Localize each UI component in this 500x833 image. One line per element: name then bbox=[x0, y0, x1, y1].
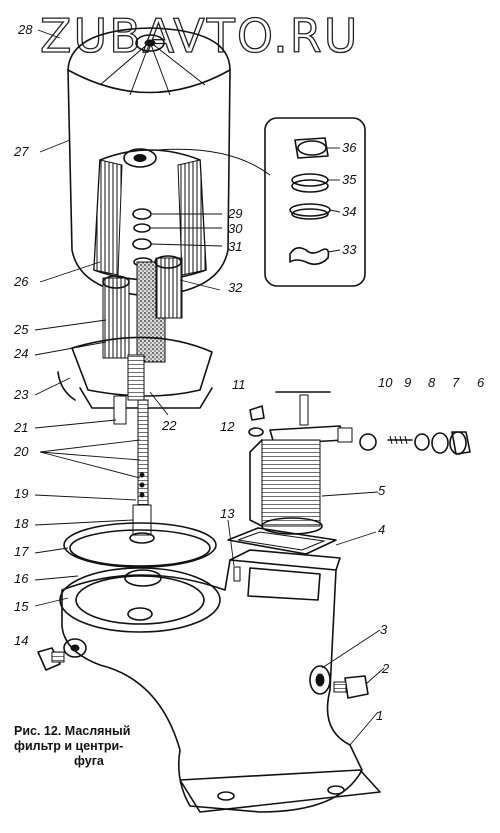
rotor-inner-parts bbox=[102, 208, 183, 363]
label-9: 9 bbox=[404, 375, 411, 390]
label-18: 18 bbox=[14, 516, 29, 531]
caption-line-1: Рис. 12. Масляный bbox=[14, 724, 131, 738]
label-32: 32 bbox=[228, 280, 243, 295]
label-29: 29 bbox=[227, 206, 242, 221]
label-2: 2 bbox=[381, 661, 390, 676]
label-14: 14 bbox=[14, 633, 28, 648]
label-6: 6 bbox=[477, 375, 485, 390]
leader-lines bbox=[34, 29, 385, 746]
label-15: 15 bbox=[14, 599, 29, 614]
label-13: 13 bbox=[220, 506, 235, 521]
part-number-labels: 1 2 3 4 5 6 7 8 9 10 11 12 13 14 15 16 1… bbox=[13, 22, 485, 723]
sealing-rings bbox=[63, 522, 217, 568]
label-25: 25 bbox=[13, 322, 29, 337]
filter-element bbox=[249, 391, 353, 535]
label-24: 24 bbox=[13, 346, 28, 361]
label-36: 36 bbox=[342, 140, 357, 155]
label-19: 19 bbox=[14, 486, 28, 501]
flange-gasket bbox=[227, 527, 337, 555]
caption-line-3: фуга bbox=[74, 754, 104, 768]
caption-line-2: фильтр и центри- bbox=[14, 739, 124, 753]
label-8: 8 bbox=[428, 375, 436, 390]
label-35: 35 bbox=[342, 172, 357, 187]
label-10: 10 bbox=[378, 375, 393, 390]
label-26: 26 bbox=[13, 274, 29, 289]
valve-parts bbox=[248, 405, 471, 455]
label-34: 34 bbox=[342, 204, 356, 219]
rotor-cover bbox=[67, 27, 271, 297]
drain-plug bbox=[37, 647, 65, 671]
watermark-text: ZUBAVTO.RU bbox=[40, 9, 359, 63]
side-plug bbox=[333, 675, 369, 699]
label-7: 7 bbox=[452, 375, 460, 390]
filter-housing bbox=[59, 549, 381, 813]
label-5: 5 bbox=[378, 483, 386, 498]
label-12: 12 bbox=[220, 419, 235, 434]
label-20: 20 bbox=[13, 444, 29, 459]
label-16: 16 bbox=[14, 571, 29, 586]
label-30: 30 bbox=[228, 221, 243, 236]
label-23: 23 bbox=[13, 387, 29, 402]
label-4: 4 bbox=[378, 522, 385, 537]
label-28: 28 bbox=[17, 22, 33, 37]
label-21: 21 bbox=[13, 420, 28, 435]
label-31: 31 bbox=[228, 239, 242, 254]
label-22: 22 bbox=[161, 418, 177, 433]
figure-caption: Рис. 12. Масляный фильтр и центри- фуга bbox=[14, 724, 164, 769]
label-27: 27 bbox=[13, 144, 29, 159]
label-17: 17 bbox=[14, 544, 29, 559]
label-1: 1 bbox=[376, 708, 383, 723]
label-33: 33 bbox=[342, 242, 357, 257]
label-3: 3 bbox=[380, 622, 388, 637]
label-11: 11 bbox=[232, 377, 246, 392]
rotor-base bbox=[57, 336, 213, 425]
centrifuge-shaft bbox=[129, 399, 155, 544]
